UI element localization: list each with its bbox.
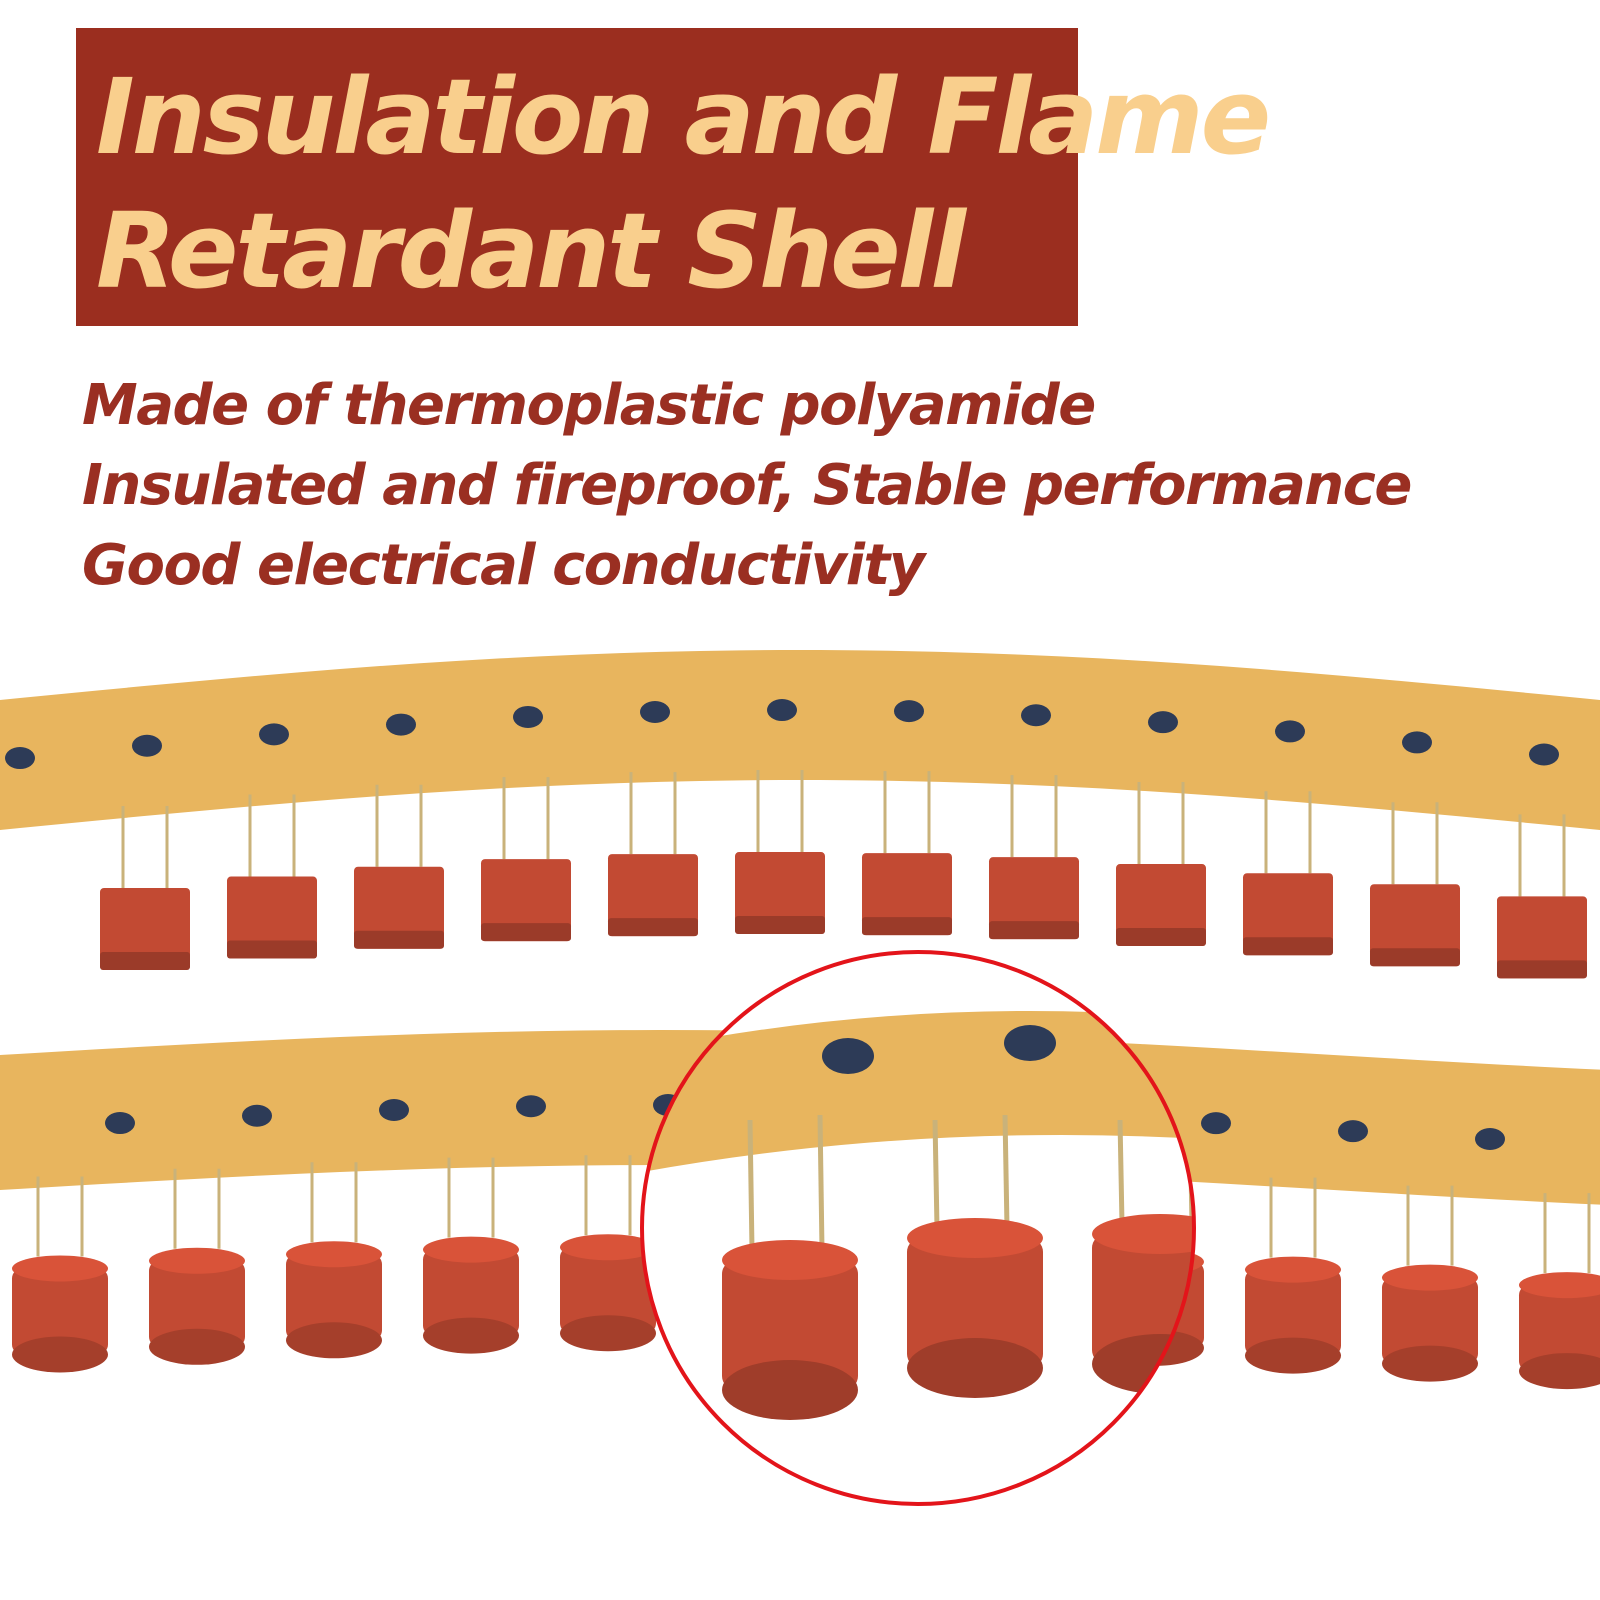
- magnifier: [640, 950, 1196, 1506]
- square-fuse: [227, 876, 317, 959]
- square-fuse-row: [0, 650, 1600, 979]
- square-fuse: [481, 859, 571, 942]
- tape-hole: [640, 701, 670, 724]
- title-line-1: Insulation and Flame: [96, 56, 1271, 178]
- tape-hole: [1148, 711, 1178, 734]
- square-fuse: [1497, 896, 1587, 979]
- fuse-base: [1370, 948, 1460, 967]
- round-fuse: [722, 1260, 858, 1390]
- fuse-base: [1243, 937, 1333, 956]
- fuse-top: [286, 1241, 382, 1268]
- magnified-tape: [642, 1011, 1194, 1180]
- fuse-bottom: [286, 1322, 382, 1359]
- tape-hole: [1275, 720, 1305, 743]
- round-fuse: [149, 1260, 245, 1347]
- round-fuse: [12, 1268, 108, 1355]
- fuse-bottom: [423, 1317, 519, 1354]
- fuse-base: [481, 923, 571, 942]
- square-fuse: [862, 853, 952, 936]
- tape-hole: [822, 1038, 874, 1074]
- fuse-bottom: [149, 1328, 245, 1365]
- fuse-top: [1519, 1272, 1600, 1299]
- square-fuse: [1370, 884, 1460, 967]
- round-fuse: [907, 1238, 1043, 1368]
- tape-hole: [767, 699, 797, 722]
- round-fuse: [560, 1247, 656, 1334]
- fuse-top: [149, 1247, 245, 1274]
- fuse-bottom: [1382, 1345, 1478, 1382]
- tape-hole: [242, 1104, 272, 1127]
- round-fuse: [423, 1249, 519, 1336]
- tape-hole: [386, 713, 416, 736]
- tape-hole: [132, 734, 162, 757]
- tape-hole: [1004, 1025, 1056, 1061]
- fuse-bottom: [1519, 1353, 1600, 1390]
- round-fuse: [286, 1254, 382, 1341]
- fuse-base: [100, 951, 190, 970]
- fuse-bottom: [722, 1360, 858, 1420]
- fuse-bottom: [12, 1336, 108, 1373]
- fuse-top: [722, 1240, 858, 1280]
- magnified-fuses: [642, 1011, 1194, 1420]
- fuse-lead: [817, 1114, 825, 1251]
- square-fuse: [100, 887, 190, 970]
- tape-hole: [1475, 1128, 1505, 1151]
- round-fuse: [1519, 1285, 1600, 1372]
- tape-hole: [1338, 1120, 1368, 1143]
- feature-conductivity: Good electrical conductivity: [82, 533, 925, 598]
- product-photo: [0, 650, 1600, 1506]
- fuse-lead: [1002, 1114, 1010, 1229]
- fuse-base: [227, 940, 317, 959]
- fuse-bottom: [560, 1315, 656, 1352]
- fuse-base: [354, 930, 444, 949]
- fuse-base: [1116, 928, 1206, 947]
- fuse-lead: [1117, 1119, 1125, 1225]
- feature-list: Made of thermoplastic polyamide Insulate…: [82, 366, 1412, 606]
- square-fuse: [735, 852, 825, 935]
- tape-hole: [379, 1098, 409, 1121]
- round-fuse: [1245, 1269, 1341, 1356]
- fuse-base: [989, 921, 1079, 940]
- fuse-top: [1092, 1214, 1194, 1254]
- round-fuse: [1092, 1234, 1194, 1364]
- tape-hole: [516, 1095, 546, 1118]
- square-fuse: [354, 866, 444, 949]
- title-banner: Insulation and Flame Retardant Shell: [76, 28, 1271, 326]
- feature-material: Made of thermoplastic polyamide: [82, 373, 1096, 438]
- round-fuse: [1382, 1277, 1478, 1364]
- fuse-top: [907, 1218, 1043, 1258]
- tape-hole: [105, 1112, 135, 1135]
- tape-hole: [259, 723, 289, 746]
- fuse-top: [12, 1255, 108, 1282]
- fuse-base: [735, 916, 825, 935]
- fuse-base: [1497, 960, 1587, 979]
- tape-hole: [5, 747, 35, 770]
- fuse-bottom: [907, 1338, 1043, 1398]
- tape-band: [0, 650, 1600, 830]
- square-fuse: [1116, 864, 1206, 947]
- title-line-2: Retardant Shell: [96, 190, 966, 312]
- magnifier-ring: [640, 950, 1196, 1506]
- fuse-top: [423, 1236, 519, 1263]
- fuse-base: [862, 917, 952, 936]
- fuse-lead: [932, 1119, 940, 1229]
- feature-fireproof: Insulated and fireproof, Stable performa…: [82, 453, 1412, 518]
- fuse-bottom: [1245, 1337, 1341, 1374]
- tape-hole: [1529, 743, 1559, 766]
- tape-hole: [1402, 731, 1432, 754]
- tape-hole: [1021, 704, 1051, 727]
- tape-hole: [1201, 1112, 1231, 1135]
- tape-hole: [513, 705, 543, 728]
- square-fuse: [608, 854, 698, 937]
- square-fuse: [1243, 873, 1333, 956]
- tape-hole: [894, 700, 924, 723]
- square-fuse: [989, 857, 1079, 940]
- fuse-top: [560, 1234, 656, 1261]
- fuse-lead: [747, 1119, 755, 1251]
- fuse-top: [1245, 1256, 1341, 1283]
- fuse-base: [608, 918, 698, 937]
- fuse-top: [1382, 1264, 1478, 1291]
